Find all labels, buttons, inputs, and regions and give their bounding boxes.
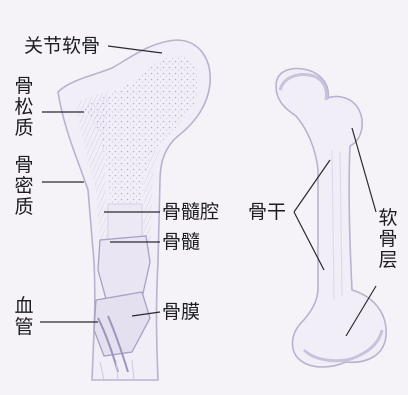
label-periosteum: 骨膜 <box>162 303 200 322</box>
label-articular-cartilage: 关节软骨 <box>24 37 100 56</box>
label-compact-bone: 骨密质 <box>14 155 34 218</box>
label-cartilage-layer: 软骨层 <box>378 208 398 271</box>
whole-femur-outline <box>276 69 386 367</box>
label-bone-marrow: 骨髓 <box>162 233 200 252</box>
label-medullary-cavity: 骨髓腔 <box>162 203 219 222</box>
whole-femur <box>276 69 386 367</box>
label-blood-vessel: 血管 <box>14 296 34 338</box>
label-diaphysis: 骨干 <box>248 203 286 222</box>
label-spongy-bone: 骨松质 <box>14 76 34 139</box>
leader-cartilage-layer-upper <box>352 128 376 212</box>
